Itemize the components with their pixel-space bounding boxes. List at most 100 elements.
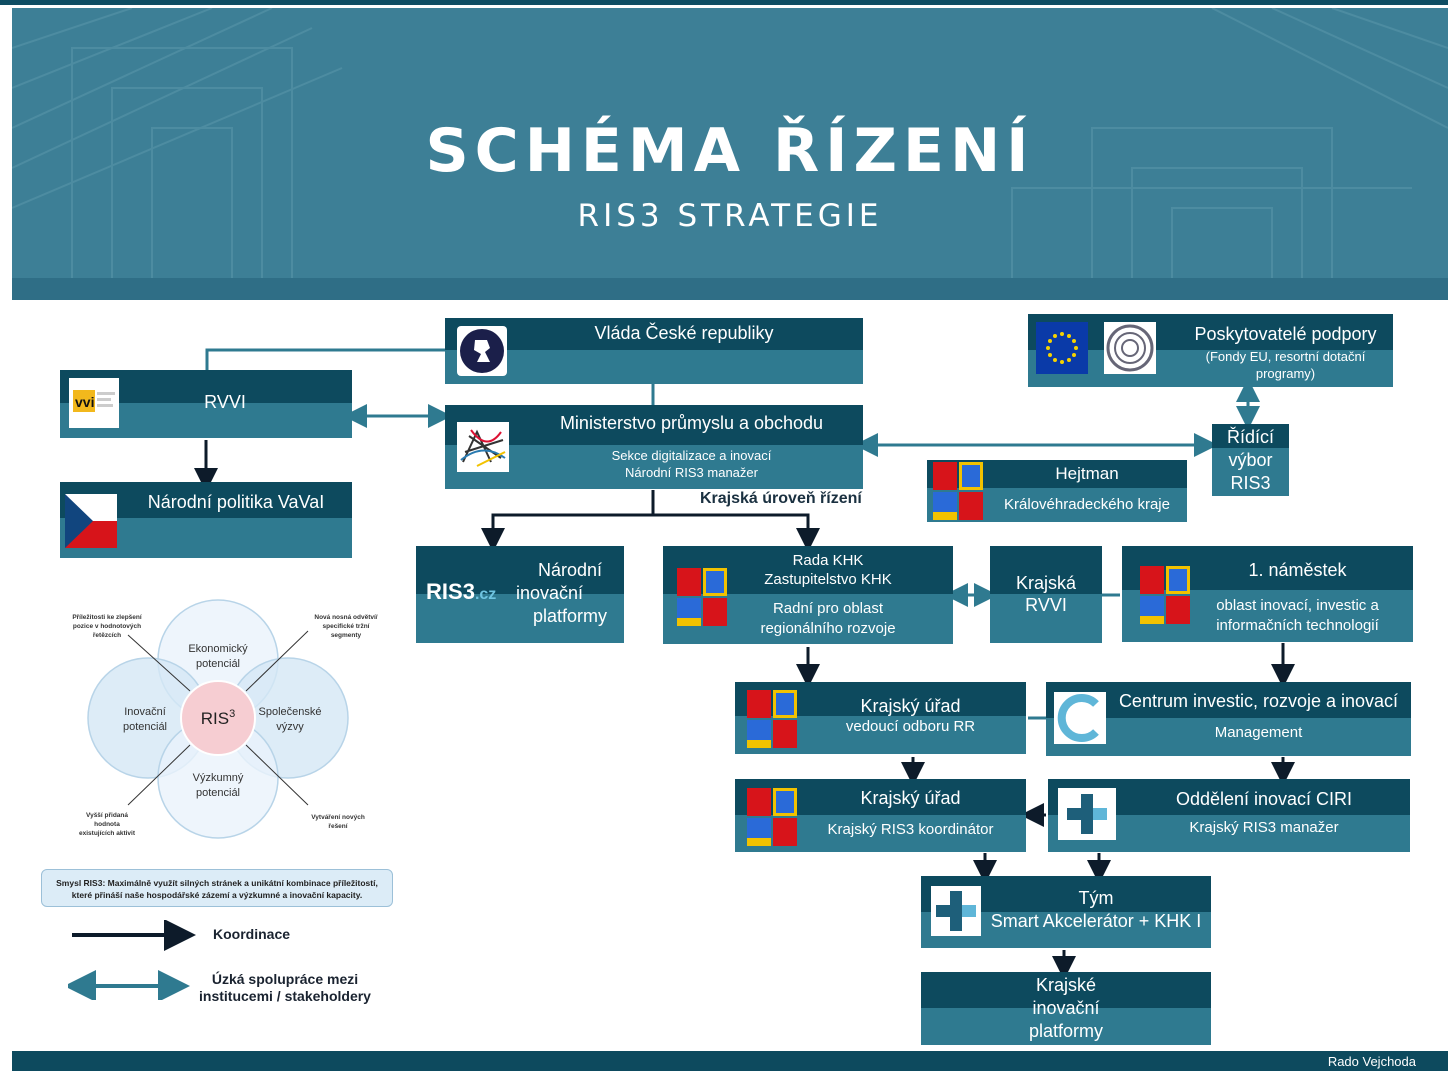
rada-line1: Rada KHK [792,552,864,569]
plus-logo-icon [1058,788,1116,840]
venn-top-1: Ekonomický [188,643,248,655]
narodni-politika-title: Národní politika VaVaI [147,492,325,512]
ciri-logo-icon [1054,692,1106,744]
box-poskytovatele: Poskytovatelé podpory (Fondy EU, resortn… [1028,314,1393,387]
krajske-platformy-line3: platformy [1028,1021,1104,1041]
smysl-line1: Smysl RIS3: Maximálně využít silných str… [56,878,378,888]
krajska-rvvi-line2: RVVI [1025,595,1067,615]
top-strip [0,0,1448,8]
venn-note-bl-2: hodnota [94,821,120,828]
line-vlada-rvvi [205,348,445,370]
krajske-platformy-line1: Krajské [1035,975,1097,995]
header-banner: SCHÉMA ŘÍZENÍ RIS3 STRATEGIE [12,8,1448,278]
page-title: SCHÉMA ŘÍZENÍ [425,116,1035,186]
regional-level-label: Krajská úroveň řízení [700,490,862,507]
ris3-cz-logo: RIS3.cz [426,579,496,605]
centrum-title: Centrum investic, rozvoje a inovací [1118,691,1399,711]
venn-center-sup: 3 [229,708,235,720]
venn-note-br-2: řešení [328,823,347,830]
venn-note-bl-3: existujících aktivit [79,830,136,837]
venn-right-2: výzvy [276,721,304,733]
mpo-line1: Sekce digitalizace a inovací [611,448,772,463]
box-rvvi: RVVI vvi [60,370,352,438]
khk-coat-of-arms-icon [933,462,983,522]
venn-note-tr-1: Nová nosná odvětví/ [314,614,377,621]
krajske-platformy-line2: inovační [1032,998,1100,1018]
eu-flag-icon [1036,322,1088,374]
venn-note-tl-3: řetězcích [93,632,121,639]
header-band [12,278,1448,300]
box-mpo: Ministerstvo průmyslu a obchodu Sekce di… [445,405,863,489]
oddeleni-line1: Krajský RIS3 manažer [1189,819,1339,836]
rvvi-title: RVVI [204,392,246,412]
mpo-title: Ministerstvo průmyslu a obchodu [559,413,824,433]
oddeleni-title: Oddělení inovací CIRI [1175,789,1353,809]
krajsky-urad-1-line1: vedoucí odboru RR [845,718,976,735]
venn-note-tr-3: segmenty [331,632,362,639]
footer-bar: Rado Vejchoda [12,1051,1448,1071]
centrum-line1: Management [1214,724,1303,741]
hejtman-title: Hejtman [1055,464,1119,483]
krajsky-urad-1-title: Krajský úřad [860,696,961,716]
khk-coat-of-arms-icon [747,690,797,750]
seal-emblem-icon [1104,322,1156,374]
page-subtitle: RIS3 STRATEGIE [577,198,883,234]
header-building-pattern [12,8,1448,278]
venn-top-2: potenciál [196,658,240,670]
narodni-platformy-line3: platformy [532,606,608,626]
ridici-line3: RIS3 [1230,473,1271,493]
rada-line4: regionálního rozvoje [760,620,896,637]
venn-note-tl-2: pozice v hodnotových [73,623,141,630]
czech-lion-emblem-icon [457,326,507,376]
legend-koordinace: Koordinace [213,926,291,942]
rada-line2: Zastupitelstvo KHK [764,571,892,588]
rada-line3: Radní pro oblast [772,600,884,617]
narodni-platformy-line1: Národní [537,560,603,580]
legend-spoluprace-2: institucemi / stakeholdery [199,988,371,1004]
namestek-line2: informačních technologií [1216,617,1379,634]
footer-author: Rado Vejchoda [1327,1054,1416,1069]
smysl-note: Smysl RIS3: Maximálně využít silných str… [41,869,393,907]
venn-center: RIS [201,709,229,728]
box-centrum: Centrum investic, rozvoje a inovací Mana… [1046,682,1411,756]
box-krajska-rvvi: Krajská RVVI [990,546,1102,643]
box-krajsky-urad-2: Krajský úřad Krajský RIS3 koordinátor [735,779,1026,852]
legend-arrows [68,920,196,1000]
tym-title: Tým [1078,888,1114,908]
venn-bottom-1: Výzkumný [193,772,244,784]
ris3-venn-diagram: RIS3 Ekonomický potenciál Inovační poten… [72,599,378,839]
arrow-mpo-narodni [481,490,655,552]
krajska-rvvi-line1: Krajská [1015,573,1077,593]
ris3-logo-num: 3 [462,579,475,604]
namestek-title: 1. náměstek [1248,560,1347,580]
legend-spoluprace-1: Úzká spolupráce mezi [211,971,359,987]
box-vlada: Vláda České republiky [445,318,863,384]
box-rada-khk: Rada KHK Zastupitelstvo KHK Radní pro ob… [663,546,953,644]
legend-spoluprace: Úzká spolupráce mezi institucemi / stake… [190,971,380,1005]
poskytovatele-title: Poskytovatelé podpory [1194,324,1377,344]
venn-note-tl-1: Příležitosti ke zlepšení [72,614,142,621]
box-hejtman: Hejtman Královéhradeckého kraje [927,460,1187,522]
venn-note-br-1: Vytváření nových [311,814,365,821]
namestek-line1: oblast inovací, investic a [1216,597,1379,614]
box-krajske-platformy: Krajské inovační platformy [921,972,1211,1045]
tym-line1: Smart Akcelerátor + KHK I [990,911,1202,931]
box-narodni-platformy: Národní inovační platformy RIS3.cz [416,546,624,643]
box-ridici-vybor: Řídící výbor RIS3 [1212,424,1289,496]
krajsky-urad-2-title: Krajský úřad [860,788,961,808]
krajsky-urad-2-line1: Krajský RIS3 koordinátor [827,821,994,838]
box-tym: Tým Smart Akcelerátor + KHK I [921,876,1211,948]
box-oddeleni: Oddělení inovací CIRI Krajský RIS3 manaž… [1048,779,1410,852]
ridici-line1: Řídící [1226,427,1274,447]
poskytovatele-line1: (Fondy EU, resortní dotační [1205,349,1366,364]
venn-right-1: Společenské [259,706,322,718]
ris3-logo-suffix: .cz [474,586,497,603]
box-narodni-politika: Národní politika VaVaI [60,482,352,558]
rvvi-logo-icon: vvi [69,378,119,428]
venn-bottom-2: potenciál [196,787,240,799]
mpo-logo-icon [457,422,509,472]
svg-text:vvi: vvi [75,394,94,410]
ridici-line2: výbor [1228,450,1273,470]
khk-coat-of-arms-icon [677,568,727,628]
khk-coat-of-arms-icon [747,788,797,848]
